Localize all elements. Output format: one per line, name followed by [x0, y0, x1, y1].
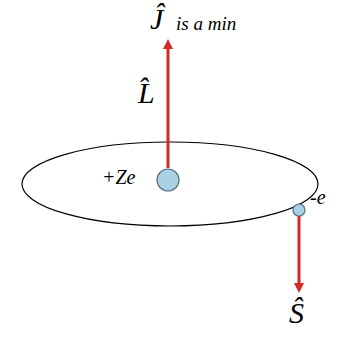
vector-symbol: L̂	[138, 76, 155, 109]
charge-label: -e	[310, 186, 326, 208]
spin-arrow	[298, 216, 301, 288]
vector-symbol: Ĵ	[150, 2, 163, 35]
nucleus-circle	[157, 169, 179, 191]
vector-symbol: Ŝ	[289, 296, 304, 329]
charge-label: +Ze	[102, 166, 136, 188]
orbit-ellipse	[22, 142, 318, 226]
annotation-text: is a min	[176, 14, 236, 35]
orbital-momentum-arrow	[167, 44, 170, 168]
electron-circle	[293, 204, 305, 216]
